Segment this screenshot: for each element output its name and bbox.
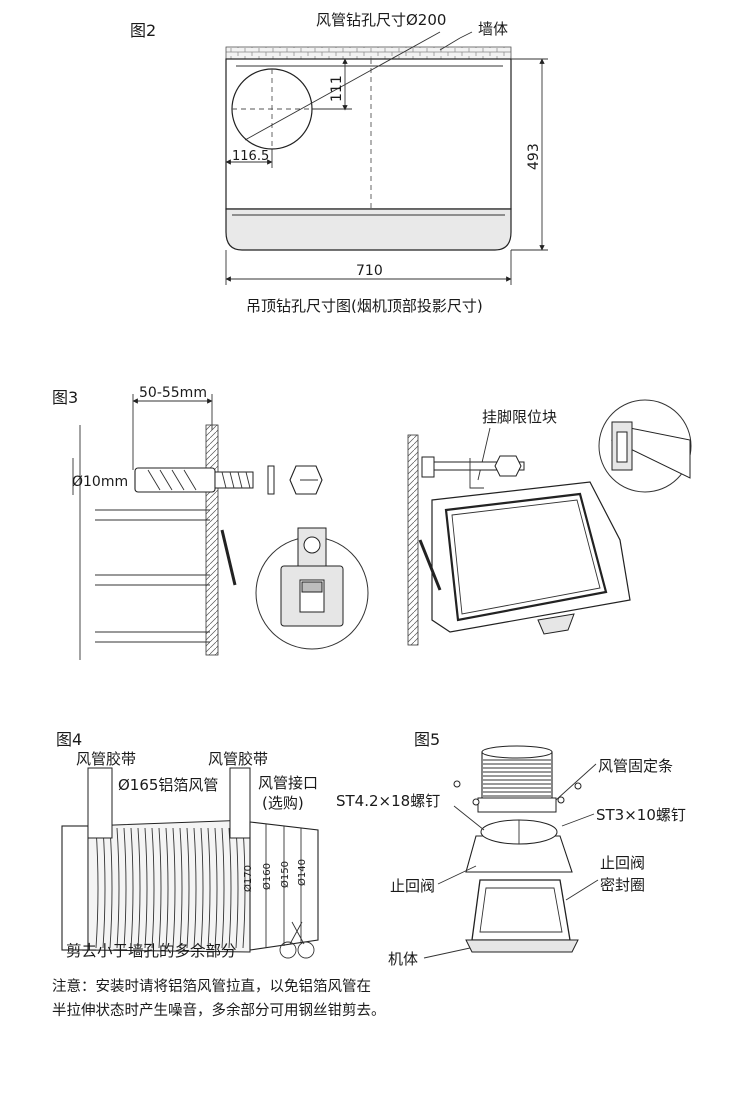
wall-bolt-right (433, 461, 525, 471)
detail-bolt-hole (303, 536, 321, 554)
fig3-limit-block-label: 挂脚限位块 (482, 408, 557, 426)
fig4-connector-label: 风管接口 (258, 774, 318, 792)
fig2-duct-hole-label: 风管钻孔尺寸Ø200 (316, 11, 446, 29)
screw-icon (574, 782, 582, 790)
limit-block (469, 458, 484, 489)
fig5-fixing-strip-label: 风管固定条 (598, 757, 673, 775)
fig4-tape-left: 风管胶带 (76, 750, 136, 768)
installation-note: 注意：安装时请将铝箔风管拉直，以免铝箔风管在 半拉伸状态时产生噪音，多余部分可用… (52, 975, 712, 1023)
hood-filter-frame (444, 492, 608, 622)
fig3-title: 图3 (52, 388, 78, 407)
fig2-caption: 吊顶钻孔尺寸图(烟机顶部投影尺寸) (246, 297, 483, 315)
fig4-title: 图4 (56, 730, 82, 749)
duct-end-collar (61, 825, 89, 951)
screw-icon (472, 798, 480, 806)
fig2-title: 图2 (130, 21, 156, 40)
fig3-bolt-label: Ø10mm (72, 474, 128, 490)
fig5-st42-label: ST4.2×18螺钉 (336, 792, 440, 810)
wall-section-right (407, 434, 419, 646)
note-line-1: 注意：安装时请将铝箔风管拉直，以免铝箔风管在 (52, 979, 371, 995)
ring-160: Ø160 (261, 863, 273, 890)
wall-strip (225, 46, 512, 60)
dim-116-text: 116.5 (232, 149, 269, 164)
fig4-tape-right: 风管胶带 (208, 750, 268, 768)
ring-150: Ø150 (279, 861, 291, 888)
bolt-shank (214, 471, 254, 489)
fig5-body-label: 机体 (388, 950, 418, 968)
cabinet-shelves (95, 509, 210, 643)
wall-section (205, 424, 219, 656)
tape-right (229, 767, 251, 839)
dim-493-text: 493 (526, 143, 542, 170)
washer (267, 465, 275, 495)
ring-140: Ø140 (296, 859, 308, 886)
fixing-strip (477, 797, 557, 813)
scissors-icon (279, 921, 315, 959)
foil-duct-coils (95, 827, 246, 949)
figure-3: 图3 50-55mm Ø10mm (52, 385, 369, 660)
hood-top-outline (225, 58, 512, 210)
fig3-depth-label: 50-55mm (139, 385, 207, 401)
hood-body-base (465, 939, 579, 953)
fig5-title: 图5 (414, 730, 440, 749)
figure-4: 图4 风管胶带 风管胶带 Ø165铝箔风管 风管接口 (选购) Ø170 Ø16… (56, 730, 319, 960)
fig4-cut-label: 剪去小于墙孔的多余部分 (66, 941, 237, 960)
wall-leader (459, 31, 473, 39)
dim-710-text: 710 (356, 263, 383, 279)
dim-111-text: 111 (329, 75, 345, 102)
figure-3-right: 挂脚限位块 (407, 399, 692, 646)
fig5-seal-label-2: 密封圈 (600, 876, 645, 894)
outlet-threads (483, 759, 551, 797)
tape-left (87, 767, 113, 839)
nut-right (494, 455, 522, 477)
screw-icon (453, 780, 461, 788)
hanging-bracket (220, 529, 237, 586)
note-line-2: 半拉伸状态时产生噪音，多余部分可用钢丝钳剪去。 (52, 1003, 386, 1019)
valve-seal-ring (471, 879, 571, 941)
figure-5: 图5 风管固定条 ST4.2×18螺钉 ST3×10螺钉 止回阀 止回阀 密封圈… (336, 730, 686, 968)
figure-2: 图2 风管钻孔尺寸Ø200 墙体 111 116.5 493 (130, 11, 548, 315)
fig2-wall-label: 墙体 (478, 20, 508, 38)
hood-front-panel (225, 208, 512, 251)
fig5-check-valve-label: 止回阀 (390, 877, 435, 895)
hanging-bracket-right (418, 539, 442, 591)
fig5-seal-label-1: 止回阀 (600, 854, 645, 872)
screw-icon (557, 796, 565, 804)
ring-170: Ø170 (242, 865, 254, 892)
expansion-anchor (134, 467, 216, 493)
fig5-st3-label: ST3×10螺钉 (596, 806, 686, 824)
fig4-foil-duct-label: Ø165铝箔风管 (118, 776, 218, 794)
fig4-optional-label: (选购) (262, 794, 304, 812)
